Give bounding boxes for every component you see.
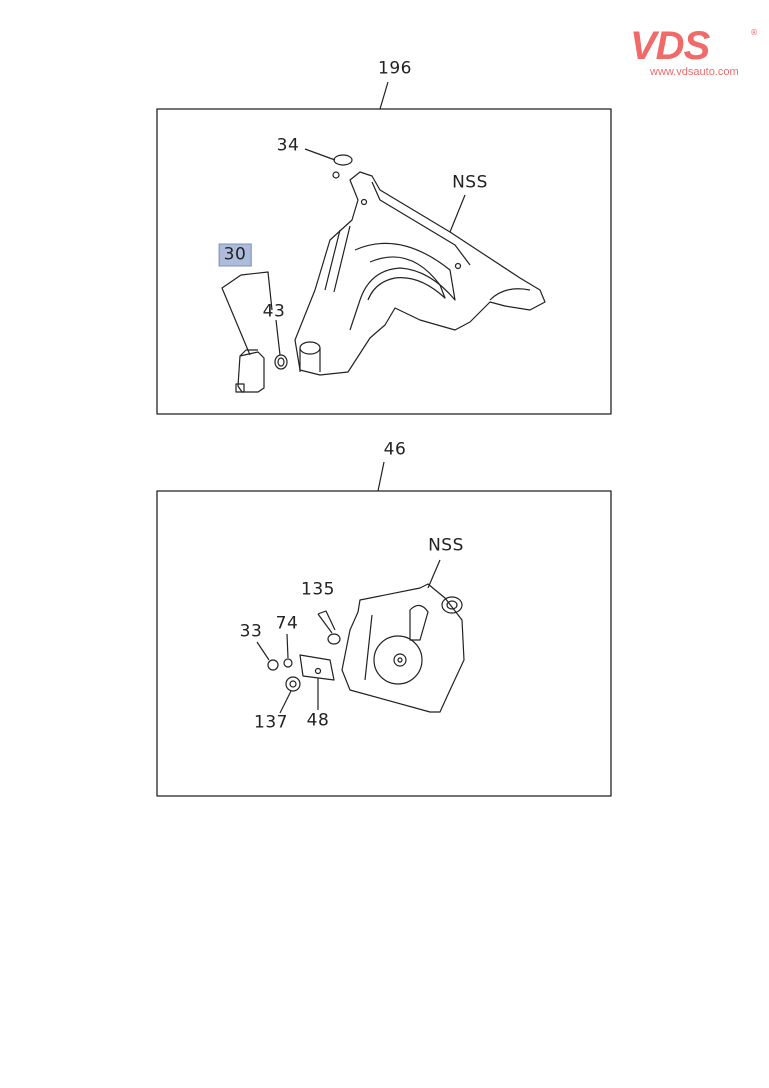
cap-34 [304,148,353,179]
callout-34[interactable]: 34 [276,135,300,156]
callout-137[interactable]: 137 [254,712,288,733]
callout-33[interactable]: 33 [239,621,263,642]
nss-leader-2 [427,559,441,589]
callout-nss-1[interactable]: NSS [452,172,488,193]
group-number-196: 196 [378,58,412,79]
logo-brand: VDS [630,24,710,68]
callout-43[interactable]: 43 [262,301,286,322]
motor-bracket-plate [341,583,465,713]
callout-135[interactable]: 135 [301,579,335,600]
grommet-43 [274,319,288,370]
group-number-46: 46 [383,439,407,460]
group-leader-2 [377,461,385,492]
pump-30 [221,271,273,393]
bushing-135 [317,610,341,645]
diagram-frame-1 [156,108,612,415]
nss-leader-1 [449,194,466,233]
washer-reservoir-tank [294,171,546,376]
logo-registered: ® [750,28,758,37]
diagram-frame-2 [156,490,612,797]
logo-url: www.vdsauto.com [650,66,739,78]
bracket-48 [299,654,335,710]
callout-48[interactable]: 48 [306,710,330,731]
callout-30-highlighted[interactable]: 30 [218,243,252,267]
callout-nss-2[interactable]: NSS [428,535,464,556]
vds-logo: VDS ® www.vdsauto.com [630,26,760,78]
group-leader-1 [379,81,389,110]
grommet-137 [279,676,301,714]
nut-33 [256,641,279,671]
callout-74[interactable]: 74 [275,613,299,634]
washer-74 [283,633,293,668]
